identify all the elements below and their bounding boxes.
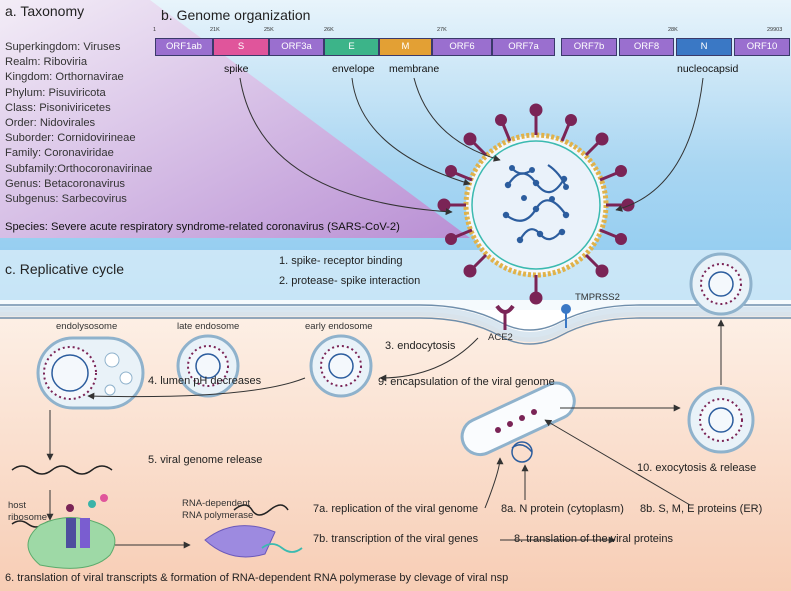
orf-orf3a: ORF3a [269,38,324,56]
taxonomy-line: Kingdom: Orthornavirae [5,71,124,84]
step-8b: 8b. S, M, E proteins (ER) [640,503,763,515]
step-6: 6. translation of viral transcripts & fo… [5,572,509,584]
step-8a: 8a. N protein (cytoplasm) [501,503,624,515]
step-10: 10. exocytosis & release [637,462,757,474]
orf-orf7b: ORF7b [561,38,617,56]
genome-title: b. Genome organization [161,7,311,23]
taxonomy-line: Superkingdom: Viruses [5,41,121,53]
step-7b: 7b. transcription of the viral genes [313,533,479,545]
cycle-title: c. Replicative cycle [5,261,125,277]
step-2: 2. protease- spike interaction [279,275,421,287]
genome-tick: 29903 [767,27,783,33]
orf-orf6: ORF6 [432,38,492,56]
orf-orf10: ORF10 [734,38,790,56]
orf-orf7a: ORF7a [492,38,555,56]
taxonomy-line: Order: Nidovirales [5,117,96,130]
orf-orf1ab: ORF1ab [155,38,213,56]
label-tmprss2: TMPRSS2 [575,292,620,303]
label-rna-dependent: RNA-dependent [182,498,251,509]
genome-tick: 27K [437,27,447,33]
step-5: 5. viral genome release [148,454,263,466]
orf-s: S [213,38,269,56]
orf-n: N [676,38,732,56]
genome-tick: 1 [153,27,157,33]
taxonomy-line: Genus: Betacoronavirus [5,177,126,190]
label-rna-polymerase: RNA polymerase [182,510,254,521]
step-9: 9. encapsulation of the viral genome [378,376,555,388]
genome-tick: 25K [264,27,274,33]
taxonomy-line: Class: Pisoniviricetes [5,101,111,114]
step-3: 3. endocytosis [385,340,456,352]
orf-m: M [379,38,432,56]
genome-tick: 21K [210,27,220,33]
genome-tick: 28K [668,27,678,33]
label-host: host [8,500,26,511]
label-ribosome: ribosome [8,512,48,523]
orf-orf8: ORF8 [619,38,674,56]
taxonomy-line: Suborder: Cornidovirineae [5,132,136,145]
taxonomy-species: Species: Severe acute respiratory syndro… [5,221,400,233]
gene-label-nucleocapsid: nucleocapsid [677,63,739,75]
taxonomy-line: Subgenus: Sarbecovirus [5,193,127,206]
label-endolysosome: endolysosome [56,321,118,332]
taxonomy-title: a. Taxonomy [5,3,85,19]
step-8: 8. translation of the viral proteins [514,533,673,545]
step-7a: 7a. replication of the viral genome [313,503,479,515]
genome-tick: 26K [324,27,334,33]
gene-label-envelope: envelope [332,63,375,75]
taxonomy-line: Realm: Riboviria [5,56,88,69]
gene-label-membrane: membrane [389,63,440,75]
step-4: 4. lumen pH decreases [148,375,262,387]
label-early-endosome: early endosome [305,321,373,332]
taxonomy-line: Phylum: Pisuviricota [5,86,106,99]
taxonomy-line: Family: Coronaviridae [5,147,114,160]
taxonomy-line: Subfamily:Orthocoronavirinae [5,162,153,175]
gene-label-spike: spike [224,63,249,75]
label-ace2: ACE2 [488,332,513,343]
step-1: 1. spike- receptor binding [279,255,403,267]
taxonomy-list: Superkingdom: Viruses Realm: Riboviria K… [5,40,152,207]
orf-e: E [324,38,379,56]
label-late-endosome: late endosome [177,321,240,332]
